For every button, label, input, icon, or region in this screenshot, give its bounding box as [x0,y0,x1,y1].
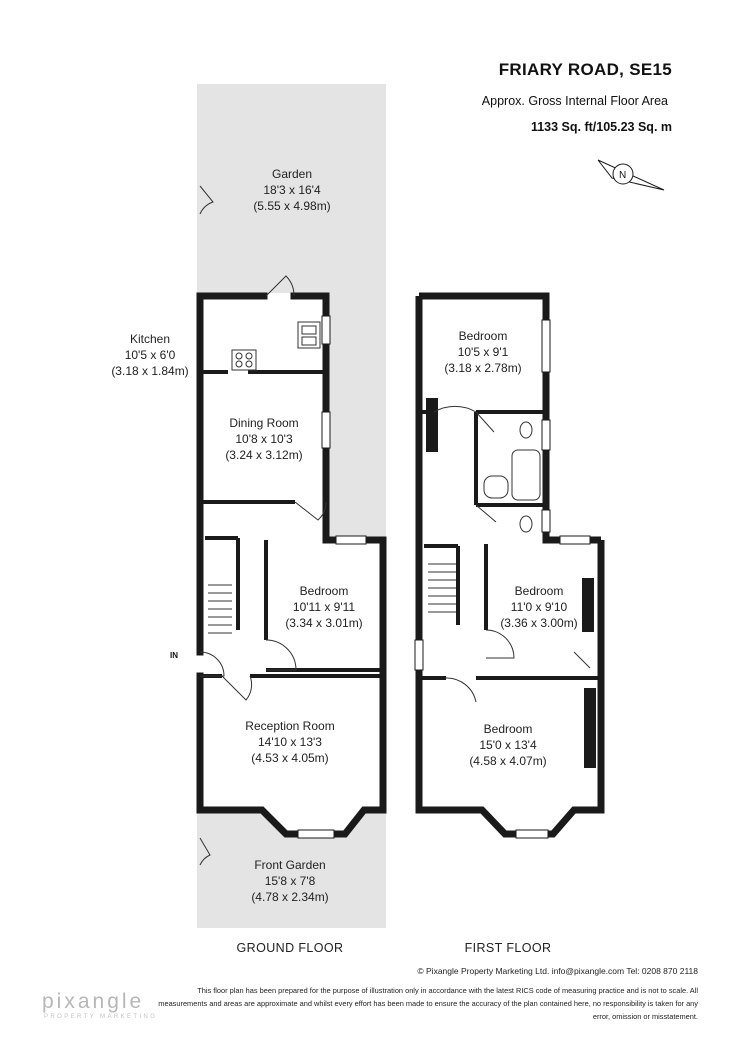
room-dimensions-imperial: 10'8 x 10'3 [235,432,293,446]
room-label-reception-room: Reception Room 14'10 x 13'3 (4.53 x 4.05… [245,718,334,766]
kitchen-fittings [231,321,321,371]
first-floor-partitions [419,398,601,768]
first-floor-label: FIRST FLOOR [464,941,552,955]
room-name: Bedroom [514,584,564,598]
room-dimensions-metric: (3.18 x 2.78m) [444,361,522,375]
entrance-label: IN [170,651,178,660]
room-dimensions-imperial: 11'0 x 9'10 [510,600,568,614]
room-dimensions-metric: (4.58 x 4.07m) [469,754,547,768]
room-label-garden: Garden 18'3 x 16'4 (5.55 x 4.98m) [253,166,330,214]
room-name: Bedroom [483,722,533,736]
ground-floor-doors [199,185,327,866]
pixangle-logo: pixangle [42,990,145,1013]
page-subtitle: Approx. Gross Internal Floor Area [481,94,668,108]
room-dimensions-imperial: 15'8 x 7'8 [264,874,316,888]
room-dimensions-metric: (3.34 x 3.01m) [285,616,363,630]
garden-area [197,84,386,540]
disclaimer-text: This floor plan has been prepared for th… [158,986,698,1021]
room-name: Dining Room [229,416,299,430]
room-name: Reception Room [245,719,335,733]
first-floor-stairs [428,563,456,613]
room-dimensions-imperial: 15'0 x 13'4 [479,738,537,752]
room-dimensions-metric: (4.78 x 2.34m) [251,890,329,904]
room-dimensions-metric: (3.18 x 1.84m) [111,364,189,378]
room-label-kitchen: Kitchen 10'5 x 6'0 (3.18 x 1.84m) [111,331,188,379]
copyright-credit: © Pixangle Property Marketing Ltd. info@… [417,966,698,976]
room-dimensions-metric: (5.55 x 4.98m) [253,199,331,213]
room-label-dining-room: Dining Room 10'8 x 10'3 (3.24 x 3.12m) [225,415,302,463]
room-name: Bedroom [299,584,349,598]
room-dimensions-imperial: 14'10 x 13'3 [258,735,322,749]
room-label-bedroom-middle: Bedroom 11'0 x 9'10 (3.36 x 3.00m) [500,583,577,631]
room-name: Garden [271,167,313,181]
first-floor-windows [414,319,591,839]
room-name: Kitchen [129,332,171,346]
room-name: Bedroom [458,329,508,343]
compass-icon: N [597,159,665,191]
page-title: FRIARY ROAD, SE15 [498,60,672,79]
room-label-front-garden: Front Garden 15'8 x 7'8 (4.78 x 2.34m) [251,857,328,905]
room-dimensions-imperial: 10'11 x 9'11 [292,600,356,614]
ground-floor-walls [196,292,387,838]
room-label-bedroom-ground: Bedroom 10'11 x 9'11 (3.34 x 3.01m) [285,583,362,631]
room-dimensions-imperial: 10'5 x 6'0 [124,348,176,362]
ground-floor-windows [297,315,367,839]
room-dimensions-metric: (4.53 x 4.05m) [251,751,329,765]
ground-floor-label: GROUND FLOOR [236,941,344,955]
room-dimensions-metric: (3.24 x 3.12m) [225,448,303,462]
ground-floor-stairs [208,584,232,634]
room-name: Front Garden [254,858,326,872]
compass-letter: N [619,170,626,181]
room-label-bedroom-rear: Bedroom 10'5 x 9'1 (3.18 x 2.78m) [444,328,521,376]
floor-area: 1133 Sq. ft/105.23 Sq. m [530,120,672,134]
room-label-bedroom-front: Bedroom 15'0 x 13'4 (4.58 x 4.07m) [469,721,546,769]
room-dimensions-metric: (3.36 x 3.00m) [500,616,578,630]
front-garden-area [197,810,386,928]
room-dimensions-imperial: 10'5 x 9'1 [457,345,509,359]
room-dimensions-imperial: 18'3 x 16'4 [263,183,321,197]
bathroom-fittings [483,421,541,533]
first-floor-doors [433,405,591,703]
logo-tagline: PROPERTY MARKETING [44,1014,158,1020]
